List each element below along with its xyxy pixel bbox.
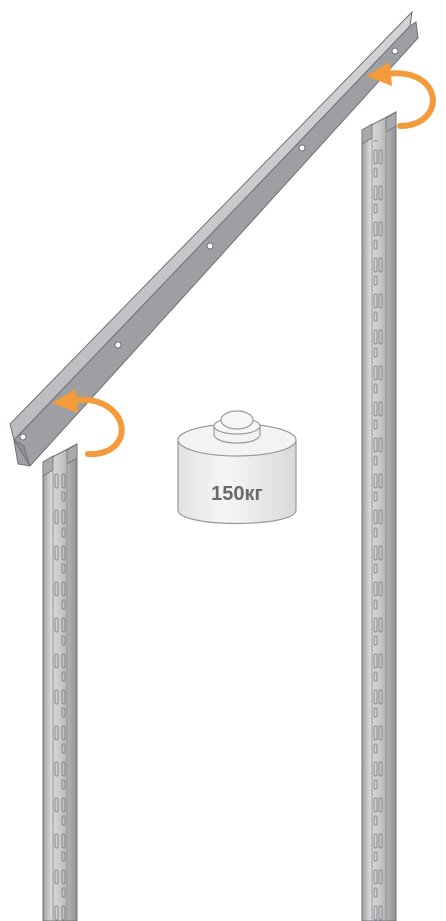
rail-hole <box>114 341 122 349</box>
left-upright-post <box>42 443 78 921</box>
rotate-arrow-icon <box>52 389 125 458</box>
rotate-arrow-icon <box>366 62 436 129</box>
right-upright-post <box>361 111 397 921</box>
rail-hole <box>298 144 306 152</box>
rail-hole <box>19 433 27 441</box>
rail-hole <box>391 47 399 55</box>
weight-label: 150кг <box>211 483 263 505</box>
top-rail-beam <box>9 10 419 467</box>
rail-hole <box>206 242 214 250</box>
weight-icon: 150кг <box>177 410 297 525</box>
